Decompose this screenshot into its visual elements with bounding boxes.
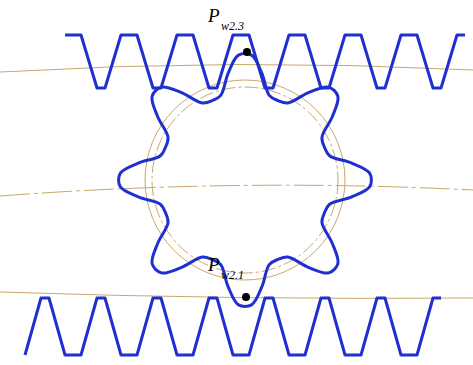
point-subscript: w2.1	[221, 269, 244, 281]
lower-rack	[25, 298, 441, 355]
center-line	[0, 185, 473, 196]
point-letter: P	[208, 6, 220, 25]
pitch-line	[0, 292, 473, 298]
point-letter: P	[208, 255, 220, 274]
pitch-line	[0, 64, 473, 72]
base-circle	[152, 87, 338, 273]
contact-point	[243, 48, 251, 56]
point-subscript: w2.3	[221, 20, 244, 32]
pitch-circle	[145, 80, 345, 280]
contact-point	[242, 293, 250, 301]
pinion-gear	[119, 54, 372, 307]
